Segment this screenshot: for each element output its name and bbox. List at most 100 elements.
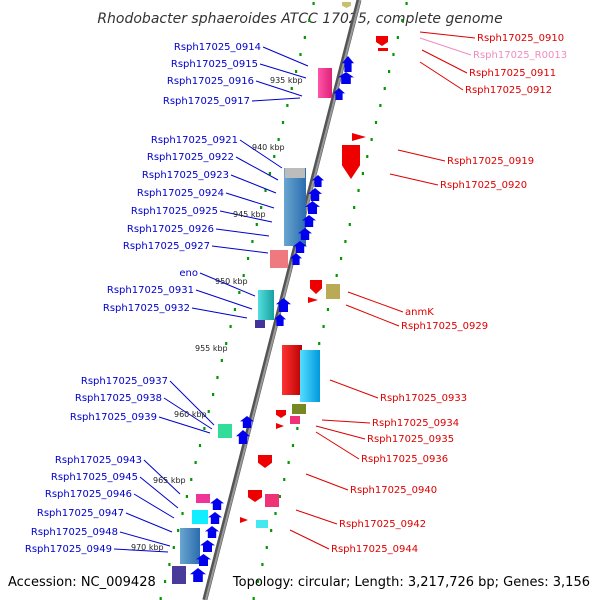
tick-dot: [233, 308, 237, 311]
forward-gene-arrow: [298, 228, 312, 240]
gene-label-right: Rsph17025_0911: [469, 68, 556, 79]
tick-dot: [374, 121, 378, 124]
forward-gene-arrow: [302, 215, 316, 227]
kbp-scale-label: 945 kbp: [233, 210, 266, 219]
tick-dot: [229, 325, 232, 328]
gene-label-left: Rsph17025_0938: [75, 393, 162, 404]
kbp-scale-label: 940 kbp: [252, 143, 285, 152]
gene-feature: [378, 48, 388, 51]
leader-line: [215, 228, 270, 237]
forward-gene-arrow: [308, 188, 322, 201]
leader-line: [239, 139, 283, 169]
label-leader-lines: [113, 31, 476, 553]
kbp-scale-label: 965 kbp: [153, 476, 186, 485]
tick-dot: [281, 121, 285, 124]
tick-dot: [211, 393, 215, 396]
tick-dot: [220, 359, 223, 362]
tick-dot: [322, 325, 325, 328]
reverse-gene-arrow: [342, 2, 351, 8]
leader-line: [133, 493, 175, 519]
forward-gene-arrow: [274, 314, 286, 326]
leader-line: [139, 476, 179, 509]
forward-gene-arrow: [236, 430, 250, 444]
leader-line: [419, 31, 476, 39]
forward-gene-arrow: [205, 526, 219, 538]
forward-gene-arrow: [312, 175, 324, 187]
leader-line: [125, 512, 173, 533]
tick-dot: [256, 580, 260, 583]
gene-label-left: Rsph17025_0931: [107, 285, 194, 296]
tick-dot: [396, 36, 399, 39]
tick-dot: [388, 70, 391, 73]
tick-dot: [216, 376, 219, 379]
tick-dot: [264, 189, 267, 192]
tick-dot: [270, 529, 273, 532]
leader-line: [251, 97, 301, 102]
reverse-gene-arrow: [376, 36, 388, 46]
tick-dot: [318, 342, 321, 345]
tick-dot: [392, 53, 395, 56]
tick-dot: [278, 495, 281, 498]
leader-line: [191, 307, 248, 319]
forward-gene-arrow: [200, 540, 215, 552]
tick-dot: [405, 2, 408, 5]
gene-label-left: eno: [179, 268, 198, 279]
tick-dot: [185, 495, 188, 498]
gene-feature: [218, 424, 232, 438]
leader-line: [230, 174, 277, 194]
gene-bar: [180, 528, 200, 564]
leader-line: [289, 529, 330, 550]
gene-label-left: Rsph17025_0921: [151, 135, 238, 146]
leader-line: [389, 173, 439, 186]
gene-label-left: Rsph17025_0946: [45, 489, 132, 500]
gene-label-right: Rsph17025_0919: [447, 156, 534, 167]
tick-dot: [260, 206, 263, 209]
tick-dot: [308, 19, 311, 22]
tick-dot: [255, 223, 258, 226]
tick-dot: [283, 478, 286, 481]
tick-dot: [290, 87, 293, 90]
tick-dot: [246, 257, 250, 260]
gene-feature: [326, 284, 340, 299]
left-tick-track: [159, 2, 315, 600]
gene-label-left: Rsph17025_0924: [137, 188, 224, 199]
tick-dot: [383, 87, 386, 90]
tick-dot: [339, 257, 343, 260]
tick-dot: [261, 563, 264, 566]
leader-line: [321, 419, 371, 424]
leader-line: [219, 210, 273, 223]
leader-line: [143, 459, 181, 495]
leader-line: [329, 379, 379, 399]
kbp-scale-label: 970 kbp: [131, 543, 164, 552]
gene-bar: [282, 345, 302, 395]
forward-gene-arrow: [290, 253, 302, 265]
small-gene-arrow: [352, 133, 366, 141]
tick-dot: [312, 2, 315, 5]
gene-label-right: Rsph17025_0910: [477, 33, 564, 44]
gene-label-right: Rsph17025_0942: [339, 519, 426, 530]
forward-gene-arrow: [210, 498, 224, 510]
leader-line: [345, 304, 400, 327]
tick-dot: [295, 70, 298, 73]
gene-feature: [172, 566, 186, 584]
gene-feature: [192, 510, 208, 524]
leader-line: [211, 245, 269, 254]
gene-label-right: Rsph17025_0929: [401, 321, 488, 332]
gene-label-left: Rsph17025_0932: [103, 303, 190, 314]
tick-dot: [286, 104, 289, 107]
kbp-scale-label: 955 kbp: [195, 344, 228, 353]
gene-label-right: anmK: [405, 307, 434, 318]
leader-line: [169, 380, 215, 426]
gene-label-right: Rsph17025_0933: [380, 393, 467, 404]
gene-label-left: Rsph17025_0915: [171, 59, 258, 70]
tick-dot: [172, 546, 175, 549]
tick-dot: [361, 172, 364, 175]
tick-dot: [268, 172, 271, 175]
tick-dot: [177, 529, 180, 532]
tick-dot: [238, 291, 241, 294]
gene-label-left: Rsph17025_0947: [37, 508, 124, 519]
tick-dot: [252, 597, 255, 600]
leader-line: [225, 192, 275, 209]
